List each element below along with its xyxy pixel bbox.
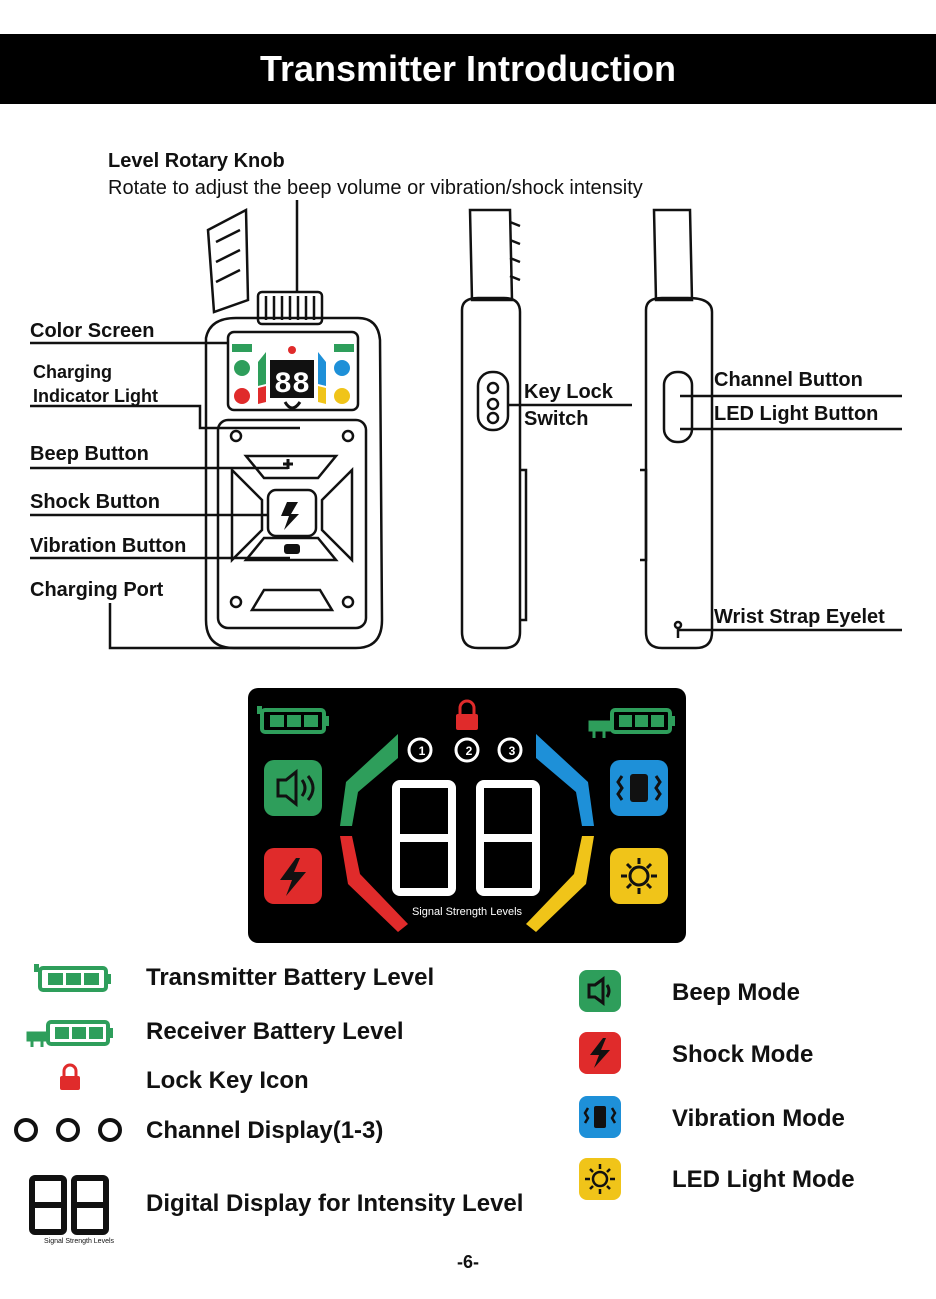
legend-led-light-mode-icon (579, 1158, 621, 1200)
led-light-button-label: LED Light Button (714, 403, 879, 425)
wrist-strap-eyelet-label: Wrist Strap Eyelet (714, 606, 885, 628)
charging-indicator-label-line1: Charging (33, 362, 112, 382)
screen-red-bracket (340, 836, 408, 932)
screen-blue-bracket (536, 734, 594, 826)
legend-digital-display-label: Digital Display for Intensity Level (146, 1190, 524, 1217)
legend-beep-mode-icon (579, 970, 621, 1012)
screen-yellow-bracket (526, 836, 594, 932)
vibration-button-label: Vibration Button (30, 535, 187, 557)
page-number: -6- (457, 1252, 479, 1272)
legend-led-light-mode-label: LED Light Mode (672, 1166, 855, 1193)
legend-transmitter-battery-icon (34, 964, 111, 992)
key-lock-label-line2: Switch (524, 408, 589, 430)
color-screen-label: Color Screen (30, 320, 155, 342)
knob-description: Rotate to adjust the beep volume or vibr… (108, 177, 643, 199)
beep-button-label: Beep Button (30, 443, 149, 465)
legend-channel-icons (14, 1118, 122, 1142)
legend-shock-mode-icon (579, 1032, 621, 1074)
svg-text:88: 88 (274, 368, 310, 402)
legend-channel-display-label: Channel Display(1-3) (146, 1117, 384, 1144)
svg-text:2: 2 (466, 744, 473, 758)
legend-vibration-mode-icon (579, 1096, 621, 1138)
screen-caption: Signal Strength Levels (411, 906, 523, 918)
screen-green-bracket (340, 734, 398, 826)
svg-text:3: 3 (509, 744, 516, 758)
legend-beep-mode-label: Beep Mode (672, 979, 801, 1006)
charging-indicator-label-line2: Indicator Light (33, 386, 158, 406)
screen-lock-icon (456, 699, 478, 730)
page-title: Transmitter Introduction (0, 34, 936, 104)
charging-port-label: Charging Port (30, 579, 164, 601)
legend-lock-key-label: Lock Key Icon (146, 1067, 309, 1094)
legend-shock-mode-label: Shock Mode (672, 1041, 814, 1068)
screen-beep-mode-icon (264, 760, 322, 816)
legend-receiver-battery-icon (26, 1020, 113, 1047)
legend-digital-display-icon (29, 1175, 109, 1235)
legend-lock-key-icon (60, 1063, 80, 1090)
svg-text:1: 1 (419, 744, 426, 758)
screen-digit-left (392, 780, 456, 896)
channel-button-label: Channel Button (714, 369, 863, 391)
display-screen-graphics: 1 2 3 (257, 699, 675, 932)
screen-channel-icons (407, 737, 523, 763)
device-illustrations: 88 (30, 200, 902, 650)
screen-receiver-battery-icon (588, 708, 675, 738)
screen-digit-right (476, 780, 540, 896)
key-lock-label-line1: Key Lock (524, 381, 613, 403)
knob-title: Level Rotary Knob (108, 150, 285, 172)
legend-receiver-battery-label: Receiver Battery Level (146, 1018, 404, 1045)
legend-digital-display-caption: Signal Strength Levels (43, 1238, 115, 1245)
display-screen: 1 2 3 Signal Strength Levels (248, 688, 686, 943)
legend-vibration-mode-label: Vibration Mode (672, 1105, 845, 1132)
screen-led-light-mode-icon (610, 848, 668, 904)
shock-button-label: Shock Button (30, 491, 160, 513)
legend-transmitter-battery-label: Transmitter Battery Level (146, 964, 435, 991)
screen-transmitter-battery-icon (257, 706, 329, 734)
